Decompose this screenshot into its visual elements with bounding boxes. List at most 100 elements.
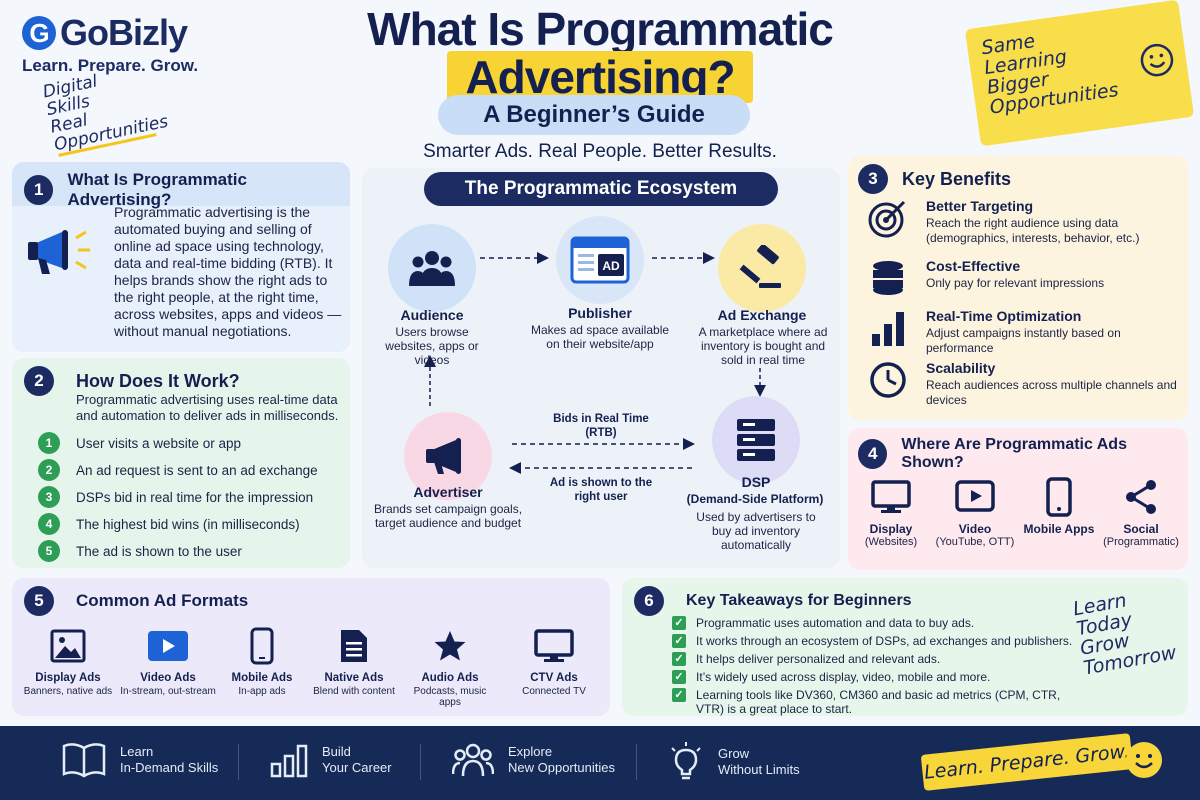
channel-sub: (YouTube, OTT) [935,536,1015,548]
advertiser-label: Advertiser [413,484,483,500]
channel-item: Video (YouTube, OTT) [934,476,1016,548]
check-icon: ✓ [672,688,686,702]
takeaway-item: ✓Programmatic uses automation and data t… [672,616,1177,630]
takeaway-text: It works through an ecosystem of DSPs, a… [696,634,1073,648]
footer-line1: Explore [508,744,553,759]
footer-line1: Grow [718,746,750,761]
logo-g-icon: G [22,16,56,50]
dsp-desc: Used by advertisers to buy ad inventory … [696,510,816,552]
benefit-desc: Reach the right audience using data (dem… [926,216,1140,245]
section-body: Programmatic advertising is the automate… [114,204,342,339]
format-label: Native Ads [324,672,384,684]
exchange-desc: A marketplace where ad inventory is boug… [698,325,828,367]
channel-sub: (Websites) [864,536,918,548]
page-subtitle: A Beginner’s Guide [438,95,750,135]
check-icon: ✓ [672,670,686,684]
lightbulb-icon [671,742,701,780]
takeaway-item: ✓ Learning tools like DV360, CM360 and ba… [672,688,1072,716]
format-item: Mobile Ads In-app ads [214,626,310,697]
people-icon [409,251,455,286]
section-number: 4 [858,439,888,469]
footer-divider [238,744,239,780]
step-item: 4 The highest bid wins (in milliseconds) [38,513,300,535]
mobile-icon [250,627,274,665]
benefit-title: Cost-Effective [926,258,1021,274]
book-icon [62,743,106,778]
ecosystem-title: The Programmatic Ecosystem [424,172,778,206]
footer-line2: Without Limits [718,762,800,777]
step-number: 2 [38,459,60,481]
gavel-icon [739,245,781,288]
step-text: User visits a website or app [76,435,242,451]
format-sub: Connected TV [522,686,586,697]
takeaway-text: Learning tools like DV360, CM360 and bas… [696,688,1061,716]
step-text: The ad is shown to the user [76,543,242,559]
dsp-label: DSP [741,474,771,490]
audience-desc: Users browse websites, apps or videos [385,325,479,367]
takeaway-text: Programmatic uses automation and data to… [696,616,975,630]
clock-icon [870,362,906,398]
channel-item: Mobile Apps [1018,476,1100,536]
step-number: 4 [38,513,60,535]
channel-sub: (Programmatic) [1103,536,1179,548]
channel-label: Video [958,522,992,536]
channel-item: Display (Websites) [850,476,932,548]
benefit-desc: Reach audiences across multiple channels… [926,378,1177,407]
sticky-note: Same Learning Bigger Opportunities [964,0,1195,147]
section-title: Key Takeaways for Beginners [686,592,912,609]
audience-node [388,224,476,312]
footer-divider [636,744,637,780]
step-number: 3 [38,486,60,508]
page-tagline: Smarter Ads. Real People. Better Results… [423,141,777,162]
section-number: 1 [24,175,54,205]
page-title-line1: What Is Programmatic [367,3,834,55]
benefit-title: Scalability [926,360,996,376]
format-sub: In-stream, out-stream [120,686,216,697]
step-text: The highest bid wins (in milliseconds) [76,516,300,532]
format-sub: Podcasts, music apps [413,686,487,708]
image-icon [50,629,86,663]
server-icon [737,419,775,461]
video-icon [148,631,188,661]
benefit-desc: Adjust campaigns instantly based on perf… [926,326,1121,355]
step-number: 1 [38,432,60,454]
takeaway-text: It’s widely used across display, video, … [696,670,991,684]
channel-item: Social (Programmatic) [1100,476,1182,548]
format-label: Display Ads [35,672,101,684]
footer-line2: In-Demand Skills [120,760,219,775]
benefit-desc: Only pay for relevant impressions [926,276,1105,290]
edge-label-bids: Bids in Real Time (RTB) [553,413,649,439]
dsp-sublabel: (Demand-Side Platform) [686,492,824,506]
publisher-ad-text: AD [602,259,620,273]
audience-label: Audience [400,307,464,323]
megaphone-icon [426,438,461,474]
footer-line2: Your Career [322,760,392,775]
growth-bars-icon [270,744,308,778]
learn-grow-note: Learn Today Grow Tomorrow [1071,584,1178,679]
format-item: Display Ads Banners, native ads [20,626,116,697]
footer-line2: New Opportunities [508,760,615,775]
takeaway-item: ✓It helps deliver personalized and relev… [672,652,1177,666]
section-number: 6 [634,586,664,616]
tv-icon [534,629,574,662]
smartphone-icon [1046,477,1072,517]
brand-name: GoBizly [60,12,188,53]
channel-label: Mobile Apps [1023,522,1095,536]
people-icon [452,743,494,777]
target-icon [868,200,906,238]
megaphone-icon [28,230,90,274]
channel-label: Display [869,522,913,536]
format-label: CTV Ads [530,672,578,684]
format-sub: In-app ads [238,686,286,697]
format-sub: Blend with content [313,686,395,697]
section-title: Common Ad Formats [76,591,249,610]
